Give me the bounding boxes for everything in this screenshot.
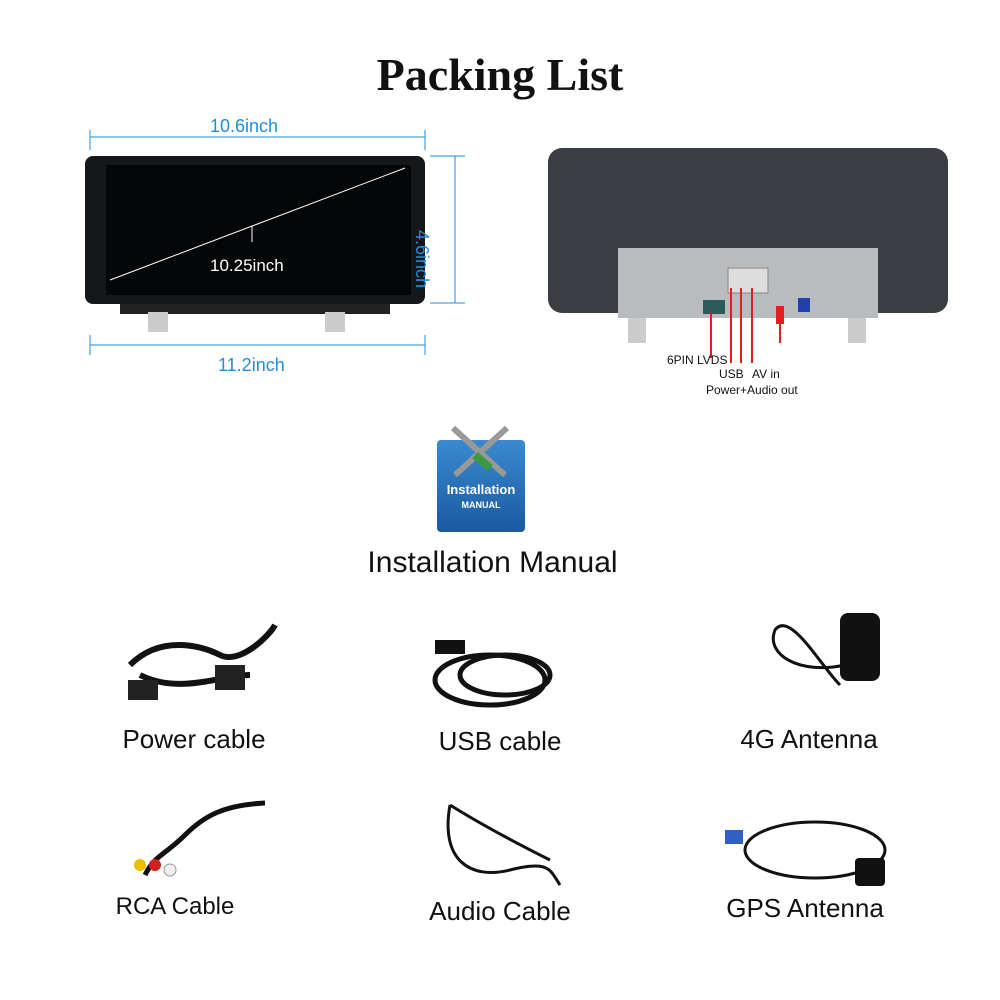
item-label-4g-antenna: 4G Antenna: [740, 724, 878, 754]
usb-port-label: USB: [719, 367, 744, 381]
installation-manual-icon: Installation MANUAL: [437, 425, 525, 532]
installation-manual-label: Installation Manual: [367, 546, 618, 579]
power-cable-image: [127, 623, 278, 700]
usb-cable-image: [432, 640, 553, 708]
item-label-gps-antenna: GPS Antenna: [726, 893, 884, 923]
manual-icon-subtitle: MANUAL: [461, 500, 501, 510]
power-port-label: Power+Audio out: [706, 383, 798, 397]
item-label-audio-cable: Audio Cable: [429, 896, 571, 926]
av-in-port-label: AV in: [752, 367, 780, 381]
diagonal-label: 10.25inch: [210, 256, 284, 275]
lvds-port-label: 6PIN LVDS: [667, 353, 728, 367]
item-label-power-cable: Power cable: [122, 724, 266, 754]
height-label: 4.6inch: [412, 230, 432, 289]
screen-front-diagram: [85, 130, 465, 355]
rca-cable-image: [134, 800, 266, 877]
item-label-usb-cable: USB cable: [438, 726, 562, 756]
manual-icon-title: Installation: [446, 482, 516, 497]
page-title: Packing List: [376, 49, 624, 100]
width-top-label: 10.6inch: [210, 116, 279, 136]
tools-icon: [450, 425, 510, 478]
item-label-rca-cable: RCA Cable: [115, 893, 235, 920]
gps-antenna-image: [725, 820, 887, 886]
width-bottom-label: 11.2inch: [218, 355, 285, 375]
4g-antenna-image: [771, 613, 880, 687]
screen-back-photo: [548, 148, 948, 363]
audio-cable-image: [446, 803, 562, 886]
